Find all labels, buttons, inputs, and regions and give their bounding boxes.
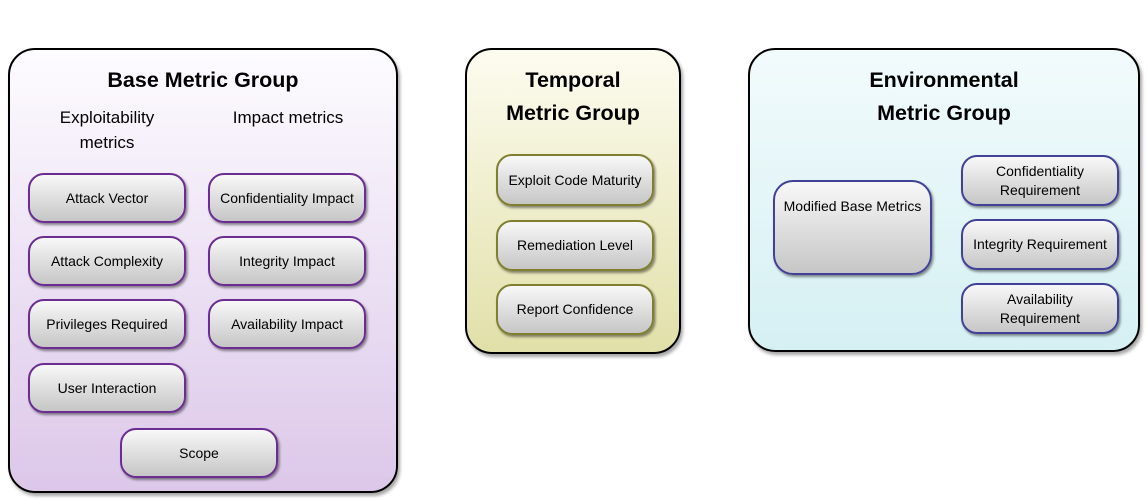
metric-box-integrity-requirement: Integrity Requirement	[961, 219, 1119, 270]
metric-box-attack-vector: Attack Vector	[28, 173, 186, 223]
metric-box-label: Remediation Level	[517, 237, 633, 253]
metric-box-modified-base-metrics: Modified Base Metrics	[773, 180, 932, 275]
metric-box-label: Integrity Requirement	[973, 236, 1107, 252]
metric-box-label: Attack Vector	[65, 189, 149, 206]
metric-box-label: Confidentiality Impact	[220, 189, 354, 206]
metric-box-privileges-required: Privileges Required	[28, 299, 186, 349]
metric-box-availability-requirement: Availability Requirement	[961, 283, 1119, 334]
metric-box-report-confidence: Report Confidence	[496, 284, 654, 335]
metric-box-availability-impact: Availability Impact	[208, 299, 366, 349]
metric-box-exploit-code-maturity: Exploit Code Maturity	[496, 154, 654, 206]
metric-box-label: User Interaction	[57, 379, 157, 396]
metric-box-label: Privileges Required	[46, 315, 168, 332]
metric-box-label: Exploit Code Maturity	[508, 171, 642, 188]
environmental-metric-group: Environmental Metric Group Modified Base…	[748, 48, 1140, 352]
temporal-metric-group-title: Temporal Metric Group	[506, 68, 640, 125]
metric-box-label: Availability Requirement	[999, 290, 1081, 326]
metric-box-label: Confidentiality Requirement	[996, 162, 1084, 198]
metric-box-attack-complexity: Attack Complexity	[28, 236, 186, 286]
metric-box-label: Report Confidence	[516, 301, 634, 317]
temporal-metric-group: Temporal Metric Group Exploit Code Matur…	[465, 48, 681, 354]
metric-box-label: Integrity Impact	[239, 252, 335, 269]
metric-box-user-interaction: User Interaction	[28, 363, 186, 413]
environmental-metric-group-title: Environmental Metric Group	[869, 68, 1019, 125]
metric-box-integrity-impact: Integrity Impact	[208, 236, 366, 286]
metric-box-scope: Scope	[120, 428, 278, 478]
impact-metrics-header: Impact metrics	[232, 108, 344, 127]
metric-box-label: Attack Complexity	[50, 252, 164, 269]
metric-box-label: Modified Base Metrics	[783, 198, 922, 214]
metric-box-label: Scope	[179, 444, 219, 461]
base-metric-group: Base Metric Group Exploitability metrics…	[8, 48, 398, 493]
metric-box-remediation-level: Remediation Level	[496, 220, 654, 271]
metric-box-label: Availability Impact	[231, 315, 343, 332]
metric-box-confidentiality-impact: Confidentiality Impact	[208, 173, 366, 223]
exploitability-metrics-header: Exploitability metrics	[59, 108, 155, 152]
base-metric-group-title: Base Metric Group	[107, 68, 299, 92]
metric-box-confidentiality-requirement: Confidentiality Requirement	[961, 155, 1119, 206]
